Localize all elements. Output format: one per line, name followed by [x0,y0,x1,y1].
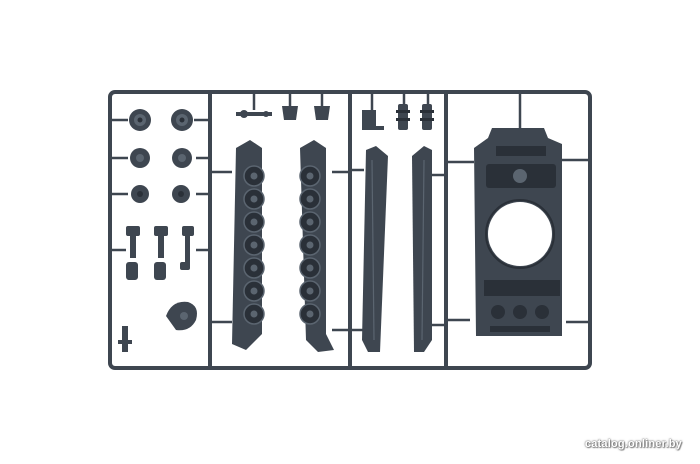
road-wheel-hub [250,218,258,226]
road-wheel-hub [306,241,314,249]
suspension-arm [180,226,194,270]
mantlet-part [166,301,197,331]
road-wheel-hub [306,264,314,272]
road-wheel-hub [250,310,258,318]
turret-ring-hole [488,202,552,266]
road-wheel-strip-right [299,140,334,352]
road-wheel-hub [250,241,258,249]
road-wheel-hub [250,195,258,203]
sprocket-wheel [129,109,151,131]
idler-wheel [172,148,192,168]
sprue-gates [110,92,590,332]
road-wheel-hub [306,172,314,180]
hatch-part [282,106,298,120]
sprocket-wheel [171,109,193,131]
road-wheel-hub [250,287,258,295]
hull-deck-plate [474,128,562,336]
idler-wheel [130,148,150,168]
track-links [396,104,434,130]
small-pin-part [118,326,132,352]
antenna-rod [236,112,272,116]
bracket-part [362,110,384,130]
small-parts-column [118,109,197,352]
watermark-text: catalog.onliner.by [584,438,682,450]
road-wheel-hub [306,310,314,318]
side-skirt-right [412,146,432,352]
road-wheel-hub [306,287,314,295]
road-wheel-hub [306,218,314,226]
side-skirt-left [362,146,388,352]
top-small-parts [236,104,434,130]
wheel-hub [172,185,190,203]
road-wheel-hub [306,195,314,203]
road-wheel-hub [250,264,258,272]
wheel-hub [131,185,149,203]
road-wheel-strip-left [232,140,265,350]
road-wheel-hub [250,172,258,180]
suspension-arm [154,226,168,280]
suspension-arm [126,226,140,280]
hatch-part [314,106,330,120]
